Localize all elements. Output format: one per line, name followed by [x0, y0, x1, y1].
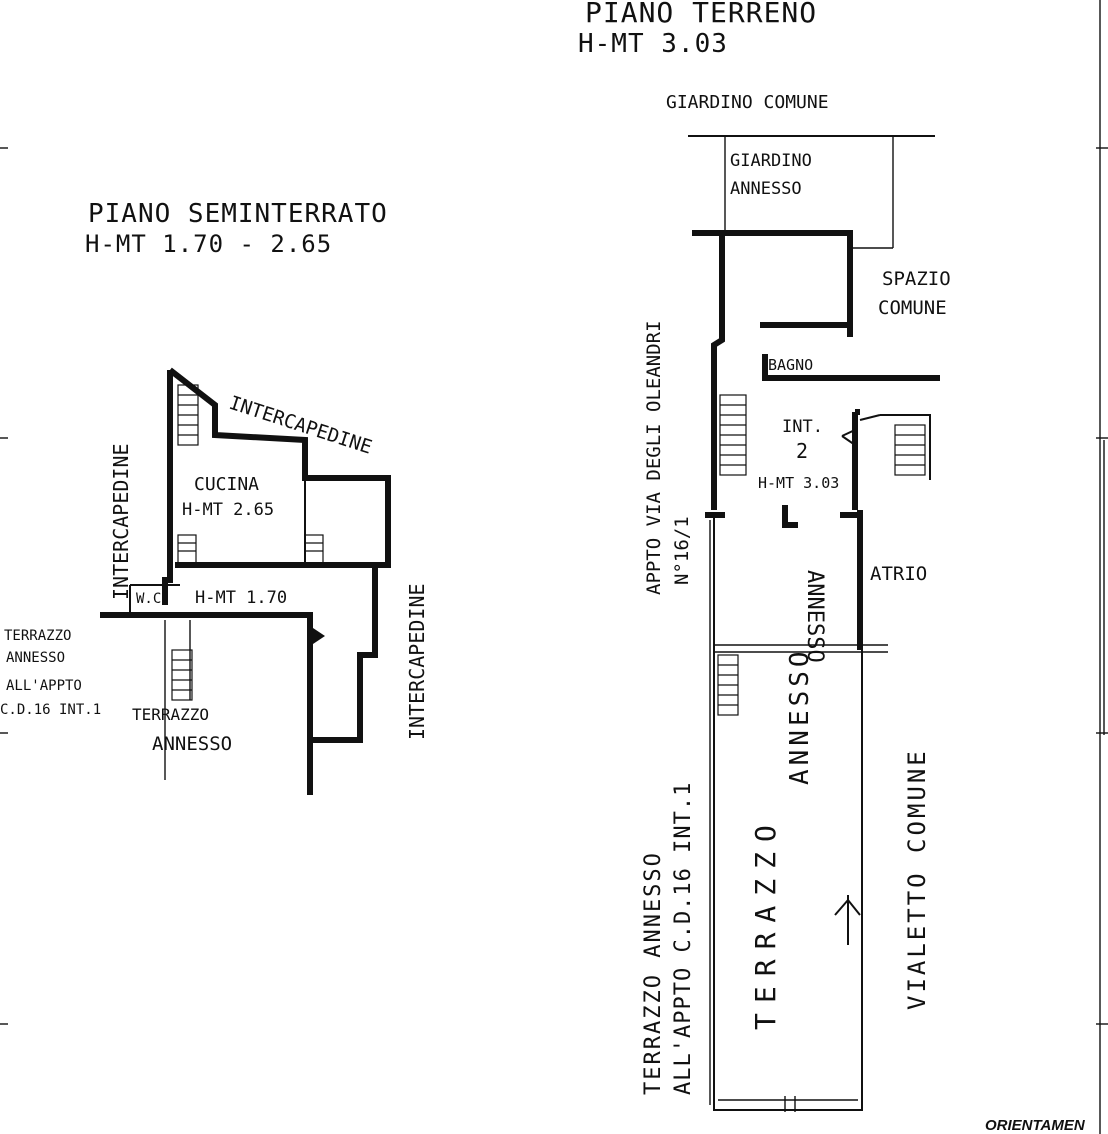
ground-terrace-outline — [709, 515, 888, 1112]
cavity-top-label: INTERCAPEDINE — [226, 392, 374, 459]
neighbor-apt-label-1: APPTO VIA DEGLI OLEANDRI — [643, 320, 665, 595]
atrium-label: ATRIO — [870, 563, 927, 585]
ground-floor-title: PIANO TERRENO — [585, 0, 817, 29]
annex-vertical-label-2: ANNESSO — [785, 647, 815, 785]
terrace-vertical-label: TERRAZZO — [749, 815, 782, 1030]
garden-annex-label-2: ANNESSO — [730, 179, 802, 199]
terrace-annex-label-4: C.D.16 INT.1 — [0, 702, 101, 718]
semi-basement-stairs — [171, 384, 324, 701]
common-path-label: VIALETTO COMUNE — [903, 748, 931, 1010]
side-terrace-label-2: ALL'APPTO C.D.16 INT.1 — [671, 782, 696, 1095]
room-height-label: H-MT 3.03 — [758, 474, 839, 492]
wc-height-label: H-MT 1.70 — [195, 588, 287, 608]
orientation-label: ORIENTAMEN — [985, 1117, 1086, 1134]
kitchen-label: CUCINA — [194, 474, 259, 495]
wc-label: W.C. — [136, 591, 170, 607]
unit-label-2: 2 — [796, 439, 808, 463]
terrace-annex-label-1: TERRAZZO — [4, 628, 71, 644]
unit-label-1: INT. — [782, 417, 823, 437]
common-space-label-1: SPAZIO — [882, 268, 951, 290]
common-garden-label: GIARDINO COMUNE — [666, 92, 829, 113]
ground-floor-walls — [692, 230, 940, 650]
semi-basement-height: H-MT 1.70 - 2.65 — [85, 230, 332, 258]
terrace-annex-label-3: ALL'APPTO — [6, 678, 82, 694]
garden-annex-label-1: GIARDINO — [730, 151, 812, 171]
bathroom-label: BAGNO — [768, 356, 813, 374]
semi-basement-walls — [100, 367, 391, 795]
semi-basement-title: PIANO SEMINTERRATO — [88, 199, 388, 229]
neighbor-apt-label-2: N°16/1 — [671, 516, 693, 585]
terrace-annex-label-2: ANNESSO — [6, 650, 65, 666]
side-terrace-label-1: TERRAZZO ANNESSO — [641, 851, 666, 1095]
cavity-left-label: INTERCAPEDINE — [109, 443, 133, 600]
annex-vertical-label: ANNESSO — [802, 570, 827, 663]
terrace-label-1: TERRAZZO — [132, 705, 209, 724]
cavity-right-label: INTERCAPEDINE — [405, 583, 429, 740]
garden-annex-area — [688, 135, 935, 249]
ground-floor-height: H-MT 3.03 — [578, 29, 728, 59]
common-space-label-2: COMUNE — [878, 297, 947, 319]
kitchen-height-label: H-MT 2.65 — [182, 500, 274, 520]
ground-floor-stairs — [719, 394, 926, 476]
terrace-label-2: ANNESSO — [152, 733, 232, 755]
